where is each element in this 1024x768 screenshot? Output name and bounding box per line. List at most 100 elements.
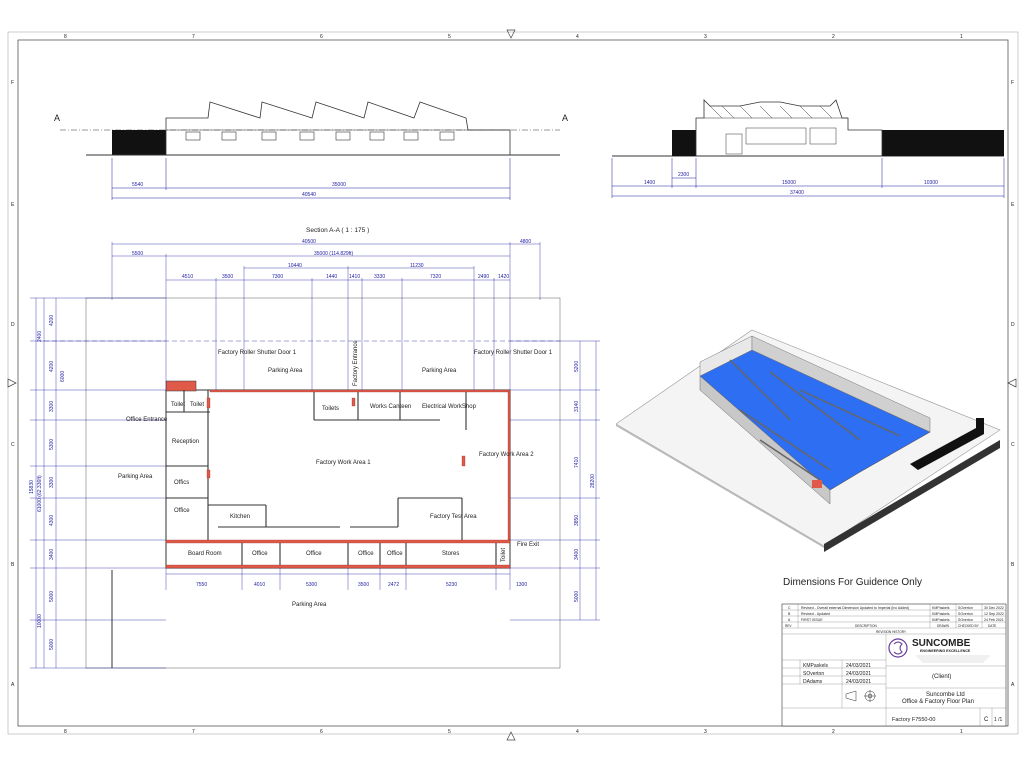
dim-plan-40500: 40500 (302, 239, 316, 245)
label-parking-top-right: Parking Area (422, 368, 457, 374)
rev-head-rev: REV (785, 624, 792, 628)
grid-column-labels: 8 7 6 5 4 3 2 1 8 7 6 5 4 3 2 1 (64, 34, 963, 735)
grid-col-3-top: 3 (704, 34, 707, 40)
grid-col-2-bottom: 2 (832, 729, 835, 735)
grid-row-b-right: B (1011, 562, 1015, 568)
room-toilets: Toilets (322, 406, 339, 412)
rev-a-date: 24 Feb 2021 (984, 618, 1004, 622)
dim-left-5000-a: 5000 (49, 591, 55, 602)
label-parking-left: Parking Area (118, 474, 153, 480)
rev-head-drawn: DRAWN (937, 624, 950, 628)
dim-plan-10440: 10440 (288, 263, 302, 269)
iso-entrance (812, 480, 822, 488)
dim-plan-11230: 11230 (410, 263, 424, 269)
floor-plan: 40500 4800 5500 35000 (114.829ft) 10440 … (29, 239, 600, 669)
rev-c-desc: Revised - Overall external Dimension Upd… (801, 606, 909, 610)
grid-row-e-right: E (1011, 202, 1015, 208)
entrance-canopy (165, 380, 197, 392)
dim-side-15000: 15000 (782, 180, 796, 186)
dim-section-total: 40540 (302, 192, 316, 198)
label-parking-bottom: Parking Area (292, 602, 327, 608)
dim-left-3300-b: 3300 (49, 477, 55, 488)
rev-c-date: 30 Dec 2022 (984, 606, 1004, 610)
grid-col-4-bottom: 4 (576, 729, 579, 735)
room-fire-exit: Fire Exit (517, 542, 539, 548)
grid-row-e-left: E (11, 202, 15, 208)
rev-c-by: KMPaskels (932, 606, 950, 610)
rev-head-date: DATE (988, 624, 996, 628)
rev-b-date: 12 Sep 2022 (984, 612, 1004, 616)
dim-plan-7300: 7300 (272, 274, 283, 280)
dim-right-7410: 7410 (574, 457, 580, 468)
dim-left-4200-b: 4200 (49, 361, 55, 372)
drawn-by: KMPaskels (803, 663, 829, 669)
section-caption: Section A-A ( 1 : 175 ) (306, 227, 369, 234)
company-name: SUNCOMBE (912, 638, 971, 649)
center-mark-top-icon (506, 29, 516, 39)
rev-head-desc: DESCRIPTION (855, 624, 877, 628)
dim-side-2300: 2300 (678, 172, 689, 178)
dim-left-5000-b: 5000 (49, 639, 55, 650)
room-electrical-workshop: Electrical WorkShop (422, 404, 477, 410)
room-office-left: Office (174, 508, 190, 514)
grid-row-c-right: C (1011, 442, 1015, 448)
dim-right-3140: 3140 (574, 401, 580, 412)
drawing-title-line-2: Office & Factory Floor Plan (902, 699, 974, 705)
rev-a-desc: FIRST ISSUE (801, 618, 823, 622)
dim-plan-3500-bottom: 3500 (358, 582, 369, 588)
rev-head-checked: CHECKED BY (958, 624, 980, 628)
rev-a-chk: SOverton (958, 618, 973, 622)
grid-row-b-left: B (11, 562, 15, 568)
drawing-revision: C (984, 717, 989, 723)
grid-row-d-left: D (11, 322, 15, 328)
room-office-b3: Office (358, 551, 374, 557)
center-mark-bottom-icon (506, 731, 516, 741)
dim-plan-1410: 1410 (349, 274, 360, 280)
dim-left-3400: 3400 (49, 549, 55, 560)
grid-col-6-top: 6 (320, 34, 323, 40)
dim-left-4200-a: 4200 (49, 315, 55, 326)
grid-row-f-left: F (11, 80, 14, 86)
dim-side-10300: 10300 (924, 180, 938, 186)
dim-plan-1440: 1440 (326, 274, 337, 280)
drawing-number: Factory F7550-00 (892, 717, 935, 723)
dim-plan-1420: 1420 (498, 274, 509, 280)
grid-col-5-top: 5 (448, 34, 451, 40)
approved-date: 24/03/2021 (846, 679, 871, 685)
room-toilet-1: Toilet (171, 402, 185, 408)
room-kitchen: Kitchen (230, 514, 250, 520)
grid-col-1-bottom: 1 (960, 729, 963, 735)
grid-col-8-bottom: 8 (64, 729, 67, 735)
grid-col-3-bottom: 3 (704, 729, 707, 735)
hatched-wall-left (112, 130, 166, 155)
dim-left-6000: 6000 (60, 371, 66, 382)
rev-a-code: A (788, 618, 791, 622)
checked-date: 24/03/2021 (846, 671, 871, 677)
grid-col-1-top: 1 (960, 34, 963, 40)
label-roller-door-1: Factory Roller Shutter Door 1 (218, 350, 297, 356)
isometric-3d-view (615, 329, 1001, 552)
section-marker-right: A (562, 113, 568, 123)
dim-right-3400: 3400 (574, 549, 580, 560)
room-office-b1: Office (252, 551, 268, 557)
grid-row-labels: F E D C B A F E D C B A (11, 80, 1015, 688)
dim-plan-35000: 35000 (114.829ft) (314, 251, 353, 257)
dim-right-5200: 5200 (574, 361, 580, 372)
room-toilet-2: Toilet (190, 402, 204, 408)
drawing-title-line-1: Suncombe Ltd (926, 692, 965, 698)
room-office-entrance: Office Entrance (126, 417, 168, 423)
sheet-number: 1 /1 (994, 717, 1003, 723)
dim-plan-5230: 5230 (446, 582, 457, 588)
dim-right-3850: 3850 (574, 515, 580, 526)
rev-c-chk: SOverton (958, 606, 973, 610)
rev-b-chk: SOverton (958, 612, 973, 616)
hatched-wall-side-left (672, 130, 696, 156)
room-office-b2: Office (306, 551, 322, 557)
side-elevation: 2300 1400 15000 10300 37400 (611, 99, 1005, 198)
rev-a-by: KMPaskels (932, 618, 950, 622)
dim-side-total: 37400 (790, 190, 804, 196)
suncombe-logo-icon (888, 638, 908, 658)
grid-col-8-top: 8 (64, 34, 67, 40)
grid-col-4-top: 4 (576, 34, 579, 40)
